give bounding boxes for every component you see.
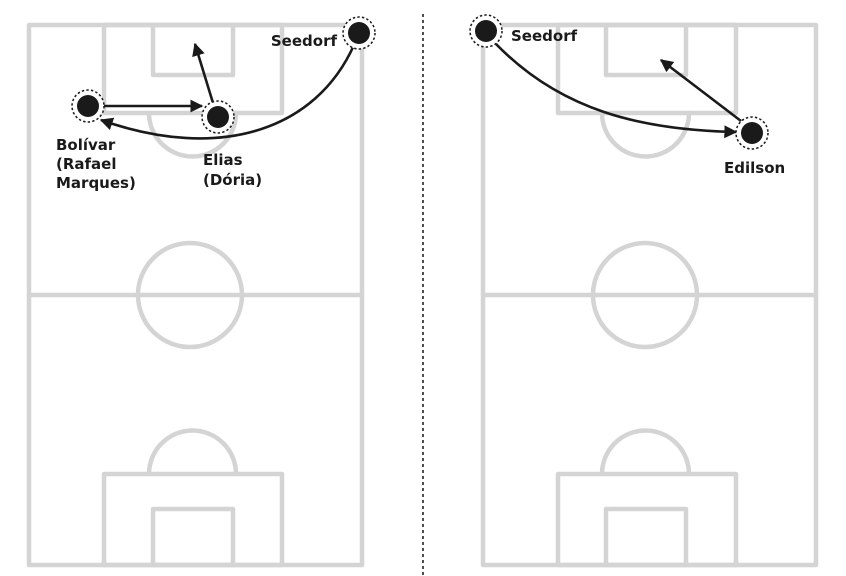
player-elias: Elias (Dória) (201, 100, 262, 189)
right-bottom-penalty-box (555, 471, 739, 568)
player-label-bolivar: Bolívar (Rafael Marques) (56, 136, 136, 192)
right-center-circle (590, 240, 700, 350)
player-bolivar: Bolívar (Rafael Marques) (56, 89, 136, 192)
player-dot (348, 22, 370, 44)
player-seedorf-right: Seedorf (469, 14, 578, 48)
right-passes (495, 43, 742, 139)
player-label-elias-line-2: (Dória) (203, 171, 262, 189)
player-dot (475, 20, 497, 42)
left-bottom-penalty-arc (146, 428, 239, 477)
right-top-penalty-box (555, 22, 739, 116)
player-dot (741, 122, 763, 144)
player-seedorf-left: Seedorf (271, 16, 376, 50)
right-bottom-penalty-arc (599, 428, 692, 477)
pass-edilson-upfield (659, 58, 742, 123)
player-dot (77, 95, 99, 117)
player-label-elias-line-1: Elias (203, 151, 243, 169)
player-dot (207, 106, 229, 128)
left-bottom-goal-area (150, 506, 236, 568)
player-label-bolivar-line-2: (Rafael (56, 155, 117, 173)
right-pitch (480, 22, 819, 568)
player-label-elias: Elias (Dória) (203, 151, 262, 189)
player-label-bolivar-line-3: Marques) (56, 174, 136, 192)
left-center-circle (135, 240, 245, 350)
left-passes (99, 42, 356, 140)
player-label-edilson: Edilson (724, 159, 785, 177)
right-top-goal-area (603, 22, 689, 78)
pass-seedorf-to-edilson (495, 43, 738, 139)
left-pitch (26, 22, 365, 568)
player-edilson: Edilson (724, 116, 785, 177)
right-bottom-goal-area (603, 506, 689, 568)
pass-seedorf-to-bolivar (99, 44, 356, 140)
right-top-penalty-arc (599, 110, 692, 159)
player-label-seedorf-right: Seedorf (511, 27, 578, 45)
left-top-penalty-arc (146, 110, 239, 159)
left-bottom-penalty-box (101, 471, 285, 568)
pass-elias-upfield (192, 42, 215, 104)
player-label-seedorf-left: Seedorf (271, 32, 338, 50)
left-top-goal-area (150, 22, 236, 78)
player-label-bolivar-line-1: Bolívar (56, 136, 116, 154)
left-top-penalty-box (101, 22, 285, 116)
